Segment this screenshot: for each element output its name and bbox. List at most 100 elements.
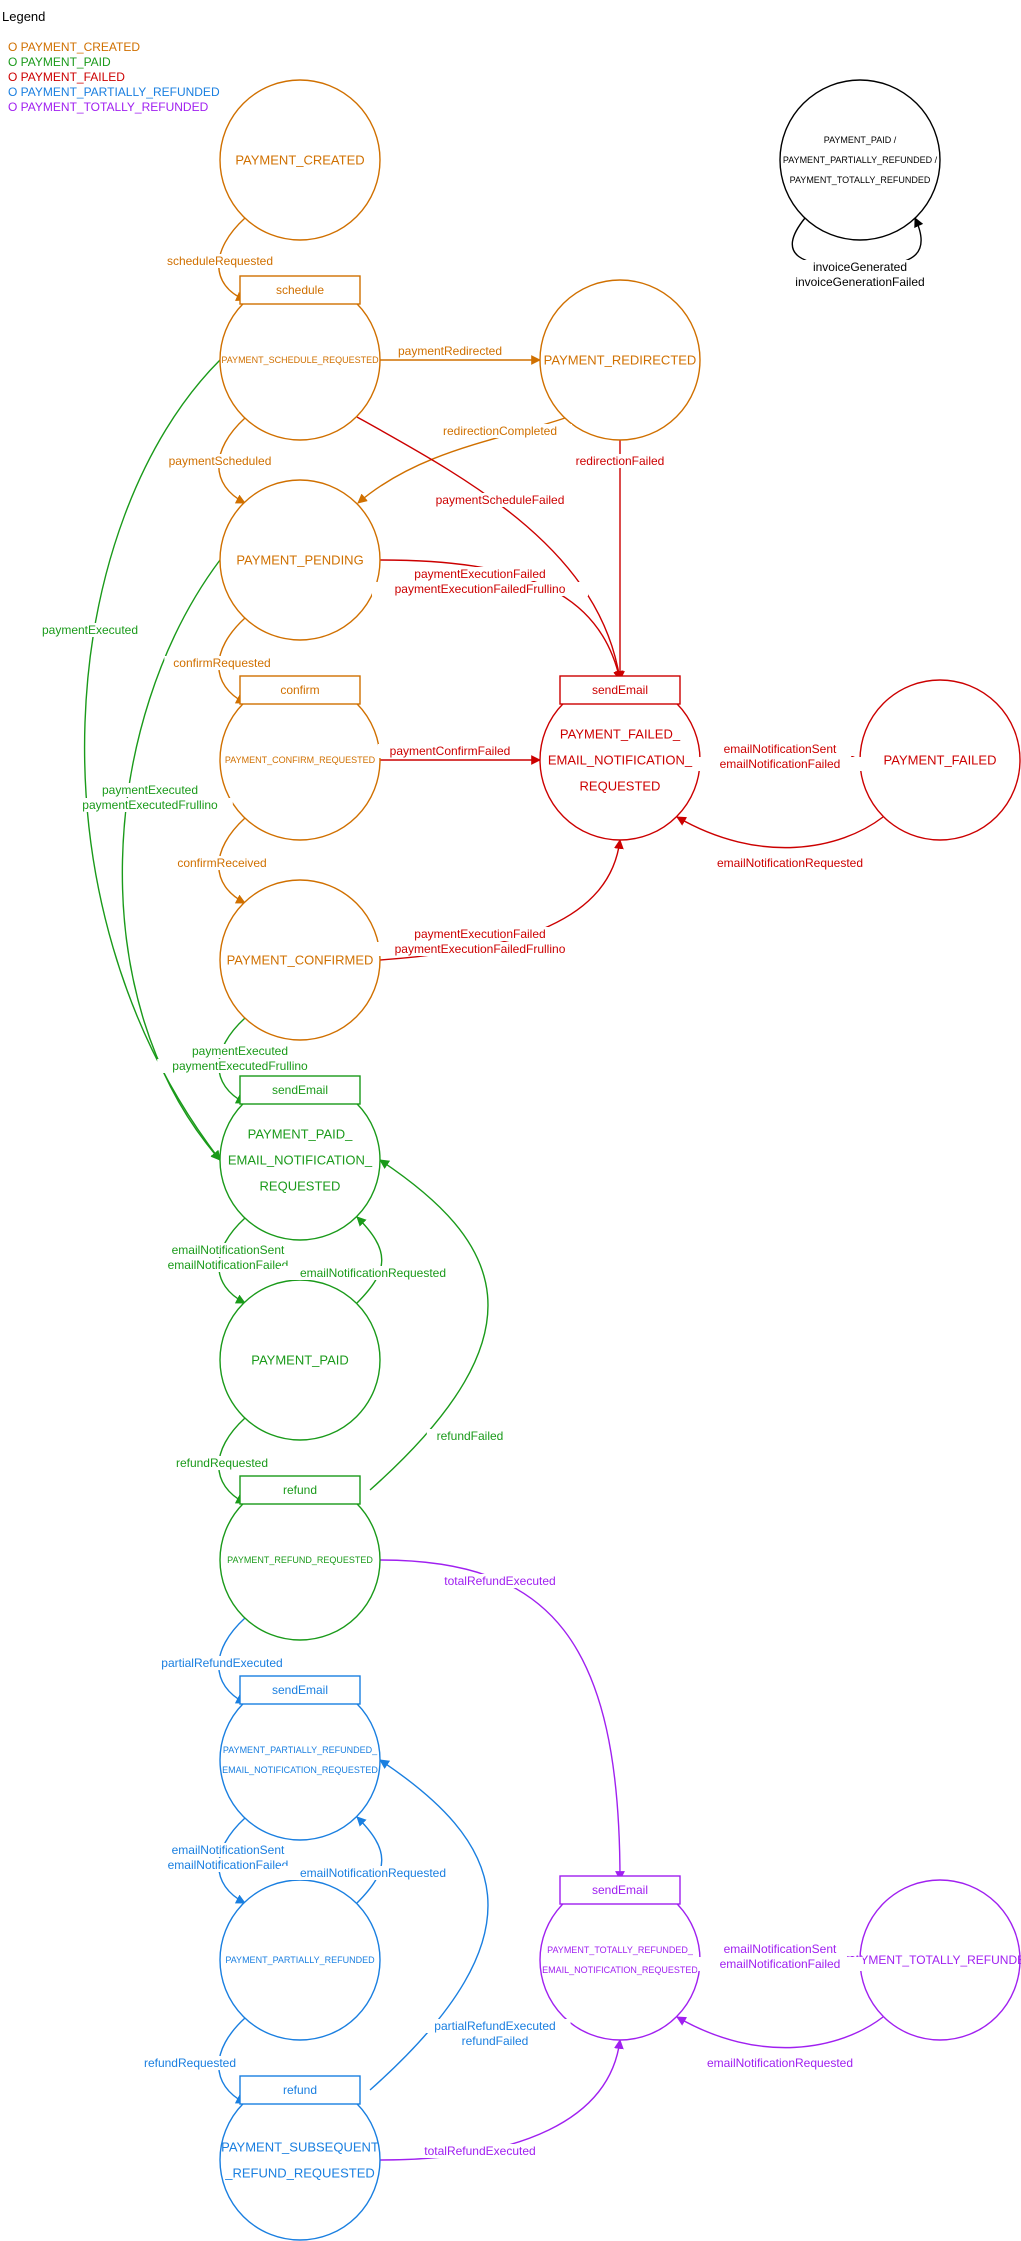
transition-label: totalRefundExecuted xyxy=(424,2144,535,2158)
legend-item: O PAYMENT_PARTIALLY_REFUNDED xyxy=(8,85,220,99)
transition-label-bg xyxy=(419,2019,571,2033)
state-label: EMAIL_NOTIFICATION_ xyxy=(548,753,693,768)
transition-t-paid-notified: emailNotificationSentemailNotificationFa… xyxy=(145,1243,311,1272)
state-paid-email: PAYMENT_PAID_EMAIL_NOTIFICATION_REQUESTE… xyxy=(219,1079,381,1241)
transition-label: redirectionCompleted xyxy=(443,424,557,438)
transition-label: paymentExecutionFailedFrullino xyxy=(395,942,566,956)
action-label: sendEmail xyxy=(272,1083,328,1097)
action-label: sendEmail xyxy=(272,1683,328,1697)
transition-t-total-refund-executed: totalRefundExecuted xyxy=(431,1574,569,1588)
transition-t-confirm-received: confirmReceived xyxy=(168,856,276,870)
state-partial: PAYMENT_PARTIALLY_REFUNDED xyxy=(219,1879,381,2041)
state-failed-email: PAYMENT_FAILED_EMAIL_NOTIFICATION_REQUES… xyxy=(539,679,701,841)
transition-label: emailNotificationFailed xyxy=(720,757,841,771)
transition-t-schedule-executed: paymentExecuted xyxy=(36,623,144,637)
transition-label: emailNotificationRequested xyxy=(300,1266,446,1280)
actions: schedule confirm sendEmail sendEmail refund s… xyxy=(239,275,681,2105)
action-label: sendEmail xyxy=(592,683,648,697)
action-subsequent: refund xyxy=(239,2075,361,2105)
state-label: PAYMENT_PARTIALLY_REFUNDED_ xyxy=(223,1745,378,1755)
transition-label-bg xyxy=(157,1059,323,1073)
transition-label-bg xyxy=(168,1456,276,1470)
state-label: PAYMENT_TOTALLY_REFUNDED xyxy=(846,1953,1021,1967)
state-label: PAYMENT_PARTIALLY_REFUNDED xyxy=(225,1955,375,1965)
transition-label: invoiceGenerationFailed xyxy=(795,275,924,289)
transition-label: partialRefundExecuted xyxy=(434,2019,555,2033)
transition-t-pending-executed-arrow xyxy=(121,559,221,1161)
transition-t-paid-renotify: emailNotificationRequested xyxy=(279,1266,467,1280)
transition-label-bg xyxy=(152,1243,304,1257)
transition-label: confirmReceived xyxy=(177,856,266,870)
action-total-email: sendEmail xyxy=(559,1875,681,1905)
transition-label-bg xyxy=(802,260,918,274)
state-label: PAYMENT_FAILED_ xyxy=(560,727,681,742)
transition-t-partial-renotify-arrow xyxy=(356,1816,383,1904)
action-label: refund xyxy=(283,2083,317,2097)
legend-item: O PAYMENT_PAID xyxy=(8,55,111,69)
transition-label: emailNotificationFailed xyxy=(720,1957,841,1971)
transition-label: emailNotificationSent xyxy=(724,742,837,756)
transition-labels: scheduleRequestedpaymentRedirectedpaymen… xyxy=(36,254,943,2158)
transition-label: emailNotificationRequested xyxy=(300,1866,446,1880)
transition-label: paymentRedirected xyxy=(398,344,502,358)
action-box xyxy=(239,2075,361,2105)
transition-label: redirectionFailed xyxy=(576,454,665,468)
transition-t-confirm-requested: confirmRequested xyxy=(164,656,280,670)
action-paid-email: sendEmail xyxy=(239,1075,361,1105)
transition-label-bg xyxy=(145,1258,311,1272)
transition-t-paid-renotify-arrow xyxy=(356,1216,383,1304)
action-refund: refund xyxy=(239,1475,361,1505)
state-label: PAYMENT_SUBSEQUENT xyxy=(221,2140,379,2155)
state-label: PAYMENT_CREATED xyxy=(235,153,364,168)
transition-label: invoiceGenerated xyxy=(813,260,907,274)
transition-label-bg xyxy=(146,1656,298,1670)
transition-t-redirection-completed: redirectionCompleted xyxy=(428,424,572,438)
transition-t-schedule-executed-arrow xyxy=(83,359,221,1161)
state-created: PAYMENT_CREATED xyxy=(219,79,381,241)
transition-label-bg xyxy=(697,1957,863,1971)
transition-t-refund-failed-arrow xyxy=(369,1159,489,1491)
state-label: PAYMENT_REDIRECTED xyxy=(544,353,697,368)
transition-label-bg xyxy=(152,1843,304,1857)
state-circle xyxy=(539,279,701,441)
action-label: confirm xyxy=(280,683,319,697)
transition-label: paymentExecuted xyxy=(192,1044,288,1058)
state-final: PAYMENT_PAID /PAYMENT_PARTIALLY_REFUNDED… xyxy=(779,79,941,241)
transition-label-bg xyxy=(388,344,512,358)
transition-label-bg xyxy=(686,2056,874,2070)
state-label: EMAIL_NOTIFICATION_ xyxy=(228,1153,373,1168)
action-failed-email: sendEmail xyxy=(559,675,681,705)
transition-label-bg xyxy=(431,1574,569,1588)
legend-title: Legend xyxy=(2,9,45,24)
transition-t-subsequent-total: totalRefundExecuted xyxy=(411,2144,549,2158)
transition-label: confirmRequested xyxy=(173,656,270,670)
transition-t-confirm-failed: paymentConfirmFailed xyxy=(378,744,522,758)
action-box xyxy=(239,1075,361,1105)
state-label: PAYMENT_CONFIRMED xyxy=(227,953,374,968)
transition-t-refund-failed: refundFailed xyxy=(426,1429,514,1443)
transition-label: paymentScheduled xyxy=(169,454,272,468)
transition-label: totalRefundExecuted xyxy=(444,1574,555,1588)
state-paid: PAYMENT_PAID xyxy=(219,1279,381,1441)
transition-t-redirection-failed: redirectionFailed xyxy=(558,454,682,468)
transition-t-failed-renotify-arrow xyxy=(676,816,884,849)
state-label: PAYMENT_CONFIRM_REQUESTED xyxy=(225,755,376,765)
transition-label-bg xyxy=(279,1266,467,1280)
state-redirected: PAYMENT_REDIRECTED xyxy=(539,279,701,441)
transition-label: refundRequested xyxy=(176,1456,268,1470)
transition-t-total-renotify: emailNotificationRequested xyxy=(686,2056,874,2070)
transition-t-subsequent-requested: refundRequested xyxy=(136,2056,244,2070)
state-circle xyxy=(219,79,381,241)
transition-label-bg xyxy=(168,856,276,870)
transition-label-bg xyxy=(704,742,856,756)
action-box xyxy=(559,675,681,705)
transition-t-partial-notified: emailNotificationSentemailNotificationFa… xyxy=(145,1843,311,1872)
action-box xyxy=(559,1875,681,1905)
legend-item: O PAYMENT_TOTALLY_REFUNDED xyxy=(8,100,209,114)
action-label: schedule xyxy=(276,283,324,297)
transition-label: emailNotificationFailed xyxy=(168,1258,289,1272)
